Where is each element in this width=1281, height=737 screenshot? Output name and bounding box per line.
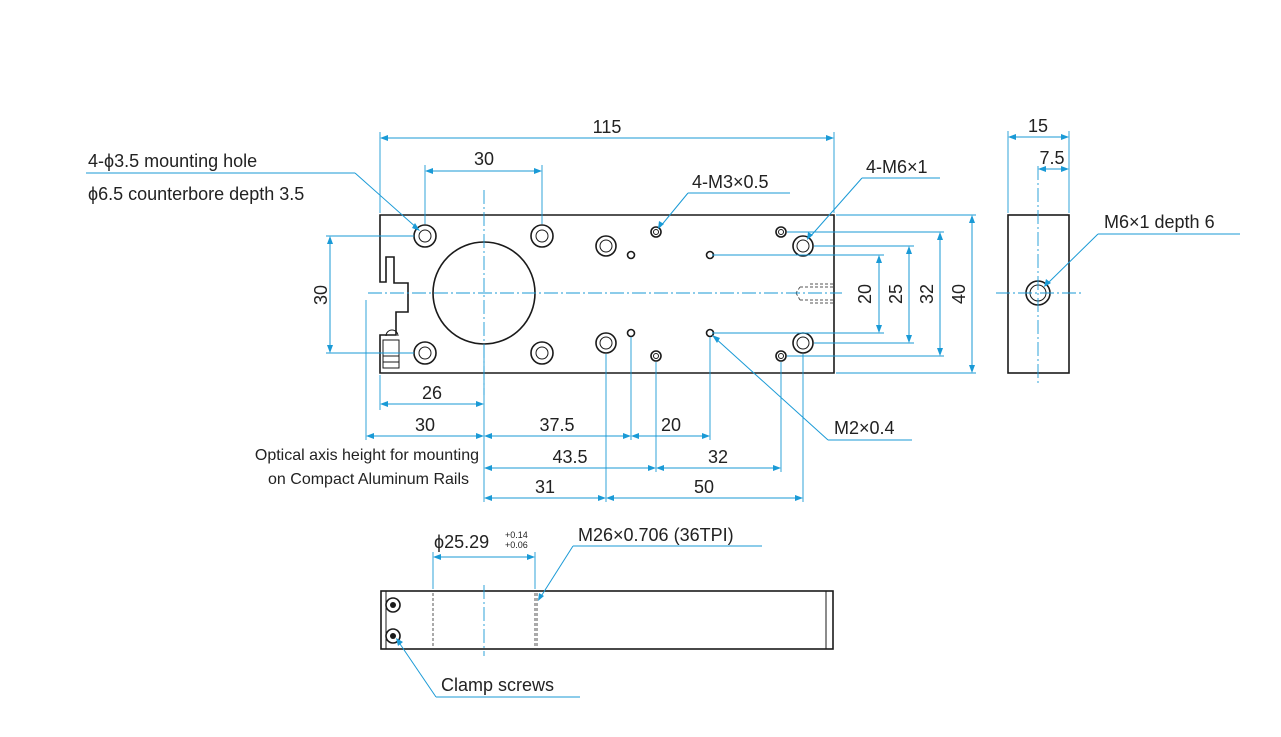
plate-outline	[379, 214, 835, 374]
dim-32-vertical: 32	[917, 284, 937, 304]
dim-32-bottom: 32	[708, 447, 728, 467]
dim-50: 50	[694, 477, 714, 497]
dim-115: 115	[593, 117, 622, 137]
dim-30-bottom: 30	[415, 415, 435, 435]
dim-30-vertical: 30	[311, 285, 331, 305]
dim-30-top: 30	[474, 149, 494, 169]
dim-26: 26	[422, 383, 442, 403]
front-dimensions: 115 30 4-ϕ3.5 mounting hole ϕ6.5 counter…	[86, 117, 976, 502]
m3-holes	[650, 226, 787, 362]
label-optical-axis-2: on Compact Aluminum Rails	[268, 471, 469, 488]
label-clamp-screws: Clamp screws	[441, 675, 554, 695]
dim-20-vertical: 20	[855, 284, 875, 304]
clamp-screw-icons	[385, 597, 401, 644]
m2-holes	[626, 250, 715, 338]
dim-15: 15	[1028, 116, 1048, 136]
dim-37-5: 37.5	[539, 415, 574, 435]
label-counterbore: ϕ6.5 counterbore depth 3.5	[88, 184, 304, 204]
label-m3: 4-M3×0.5	[692, 172, 769, 192]
dim-40-vertical: 40	[949, 284, 969, 304]
label-mounting-hole: 4-ϕ3.5 mounting hole	[88, 151, 257, 171]
bottom-view: ϕ25.29 +0.14 +0.06 M26×0.706 (36TPI) Cla…	[380, 525, 834, 698]
dim-bore-tol-lower: +0.06	[505, 540, 528, 550]
dim-bore-tol-upper: +0.14	[505, 530, 528, 540]
label-thread: M26×0.706 (36TPI)	[578, 525, 734, 545]
dim-bore-diameter: ϕ25.29	[434, 532, 489, 552]
dim-25-vertical: 25	[886, 284, 906, 304]
m6-holes	[595, 235, 814, 354]
dim-7-5: 7.5	[1039, 148, 1064, 168]
label-m2: M2×0.4	[834, 418, 895, 438]
side-tap-hidden	[795, 283, 834, 304]
mounting-holes	[413, 224, 554, 365]
side-view: 15 7.5 M6×1 depth 6	[996, 116, 1240, 386]
label-m6: 4-M6×1	[866, 157, 928, 177]
clamp-block	[382, 339, 400, 369]
dim-20-bottom: 20	[661, 415, 681, 435]
front-view	[368, 190, 842, 395]
side-outline	[1007, 214, 1070, 374]
bottom-outline	[380, 590, 834, 650]
dim-31: 31	[535, 477, 555, 497]
label-side-tap: M6×1 depth 6	[1104, 212, 1215, 232]
dim-43-5: 43.5	[552, 447, 587, 467]
label-optical-axis-1: Optical axis height for mounting	[255, 447, 479, 464]
